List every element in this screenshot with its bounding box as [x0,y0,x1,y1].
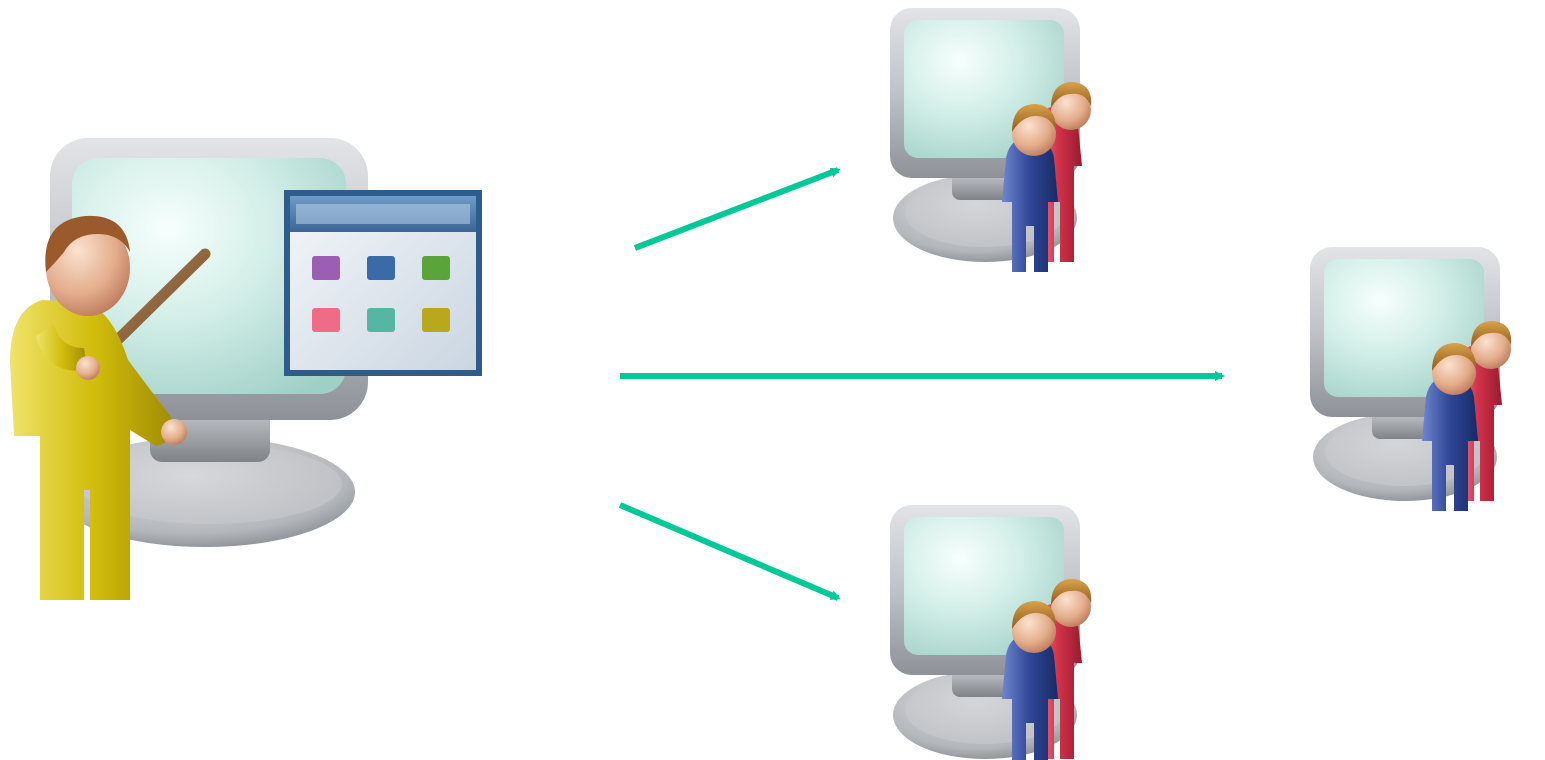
arrow-to-audience-bottom [618,502,841,601]
audience-computer-icon [890,505,1092,760]
presenter-person-icon [10,215,211,600]
arrows-group [618,167,1225,601]
app-window-icon [284,190,482,376]
arrow-to-audience-top [633,167,841,251]
audience-computer-icon [1310,247,1512,511]
audience-computer-icon [890,8,1092,272]
presenter-computer-icon [10,138,482,600]
